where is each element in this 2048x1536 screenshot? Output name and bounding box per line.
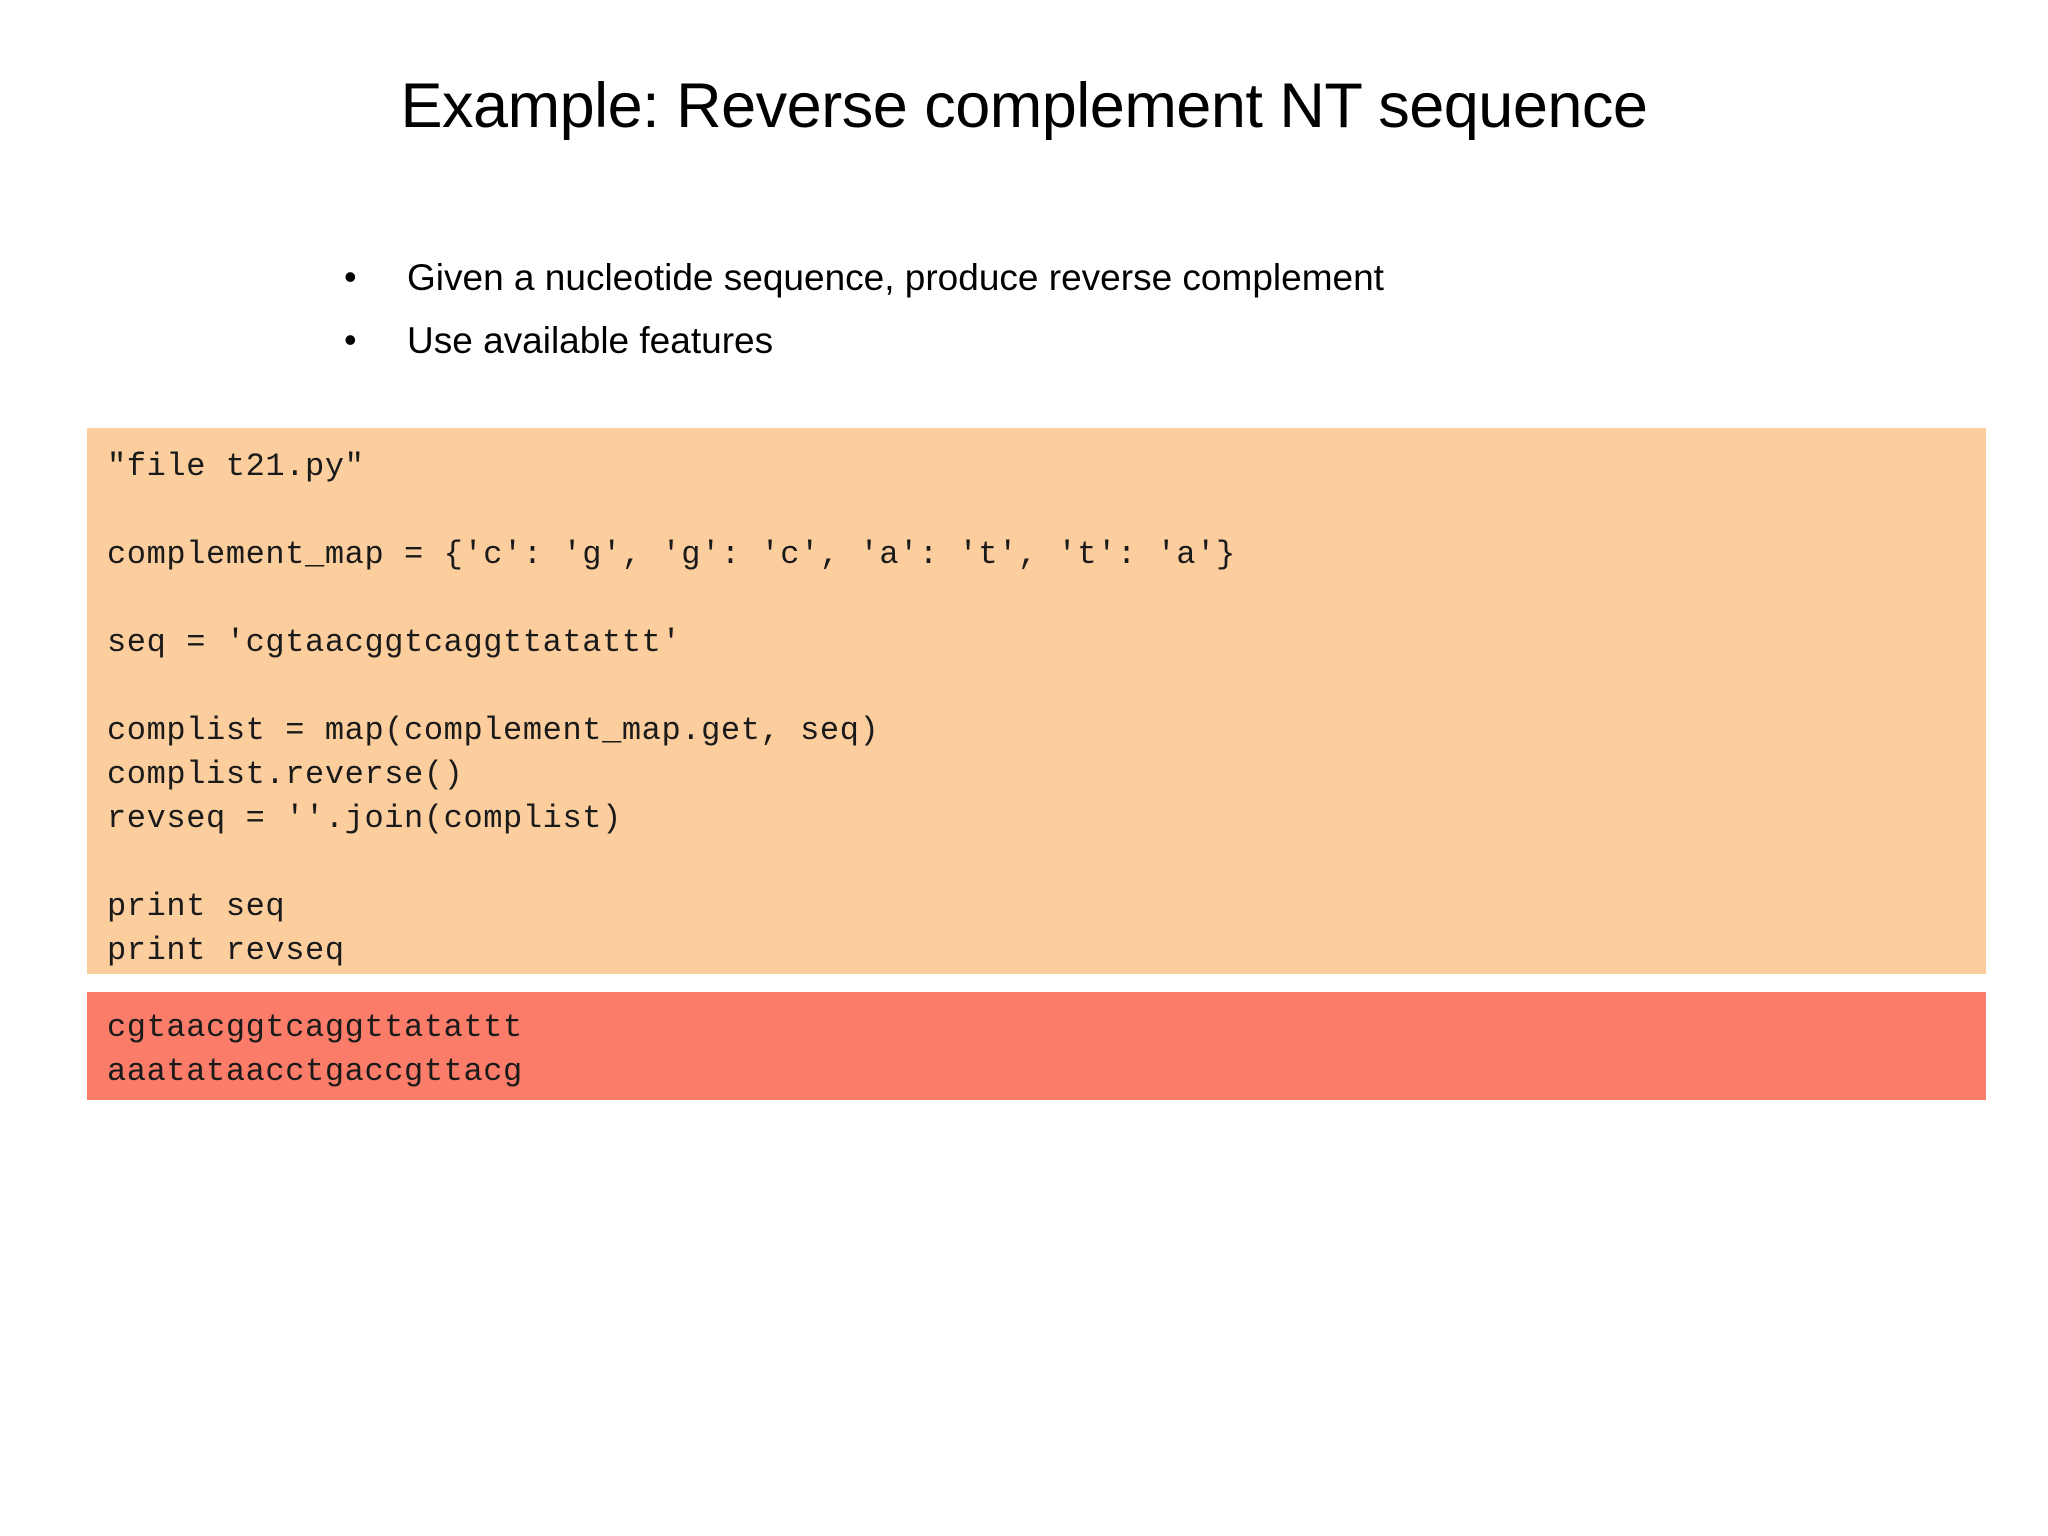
code-line-blank: [107, 489, 1986, 533]
code-line: revseq = ''.join(complist): [107, 800, 622, 837]
bullet-point-icon: •: [344, 256, 357, 297]
code-line-blank: [107, 841, 1986, 885]
list-item: • Use available features: [330, 319, 1930, 363]
bullet-list: • Given a nucleotide sequence, produce r…: [330, 256, 1930, 381]
code-line: seq = 'cgtaacggtcaggttatattt': [107, 624, 682, 661]
code-line: print revseq: [107, 932, 345, 969]
code-line: "file t21.py": [107, 448, 365, 485]
list-item: • Given a nucleotide sequence, produce r…: [330, 256, 1930, 300]
output-line: cgtaacggtcaggttatattt: [107, 1009, 523, 1046]
code-line-blank: [107, 665, 1986, 709]
output-line: aaatataacctgaccgttacg: [107, 1053, 523, 1090]
bullet-text: Given a nucleotide sequence, produce rev…: [407, 257, 1384, 298]
code-block: "file t21.py" complement_map = {'c': 'g'…: [87, 428, 1986, 974]
code-line-blank: [107, 577, 1986, 621]
bullet-point-icon: •: [344, 318, 357, 360]
code-line: print seq: [107, 888, 286, 925]
code-line: complist.reverse(): [107, 756, 464, 793]
code-line: complist = map(complement_map.get, seq): [107, 712, 880, 749]
page-title: Example: Reverse complement NT sequence: [400, 71, 1648, 141]
bullet-text: Use available features: [407, 319, 774, 361]
output-block: cgtaacggtcaggttatattt aaatataacctgaccgtt…: [87, 992, 1986, 1100]
code-line: complement_map = {'c': 'g', 'g': 'c', 'a…: [107, 536, 1236, 573]
